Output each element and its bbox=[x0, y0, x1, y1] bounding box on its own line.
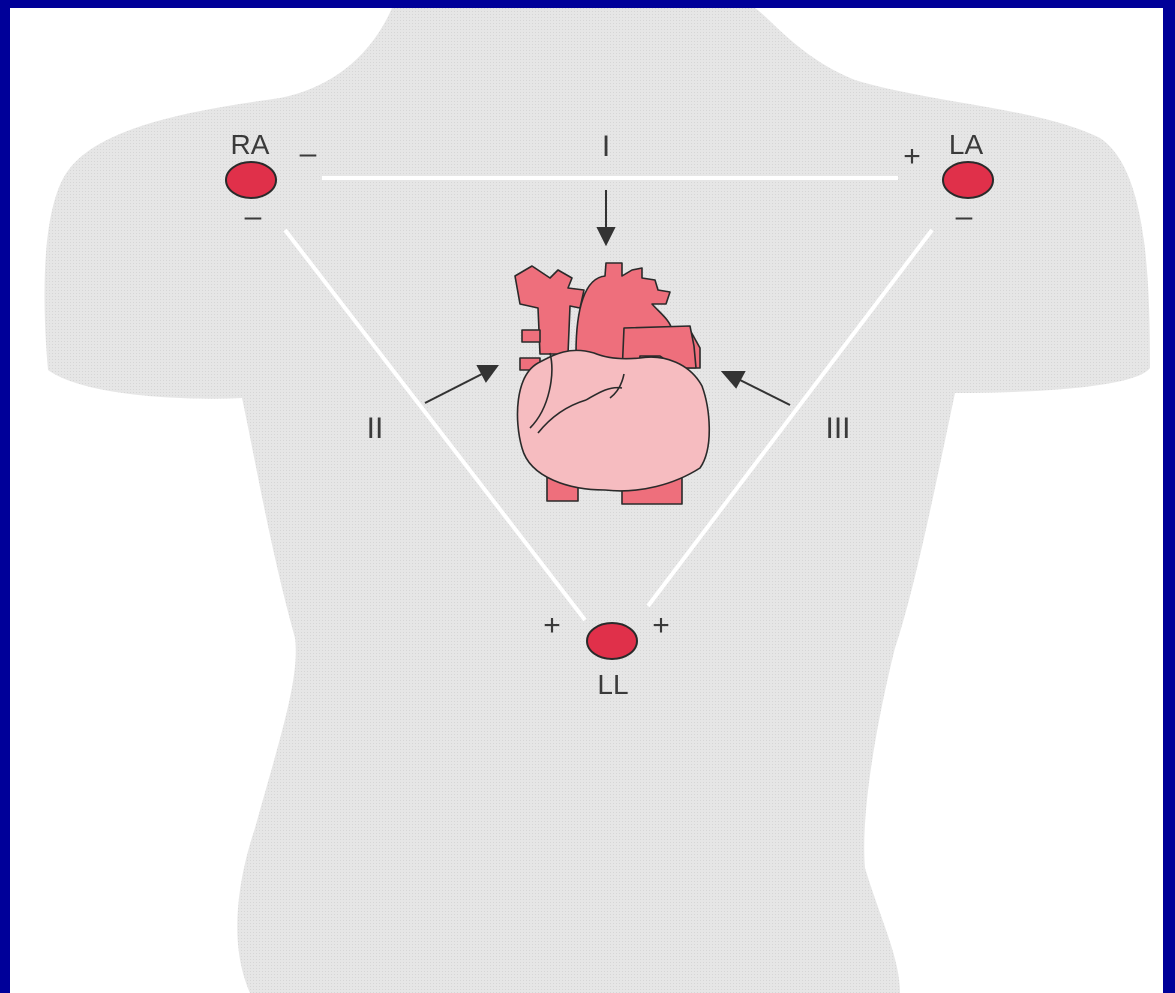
electrode-la-label: LA bbox=[949, 129, 984, 160]
ra-lead-i-sign: – bbox=[300, 137, 317, 170]
la-lead-iii-sign: – bbox=[956, 200, 973, 233]
electrode-ll bbox=[587, 623, 637, 659]
lead-i-label: I bbox=[602, 130, 610, 163]
la-lead-i-sign: + bbox=[903, 140, 921, 173]
diagram-canvas: RA LA LL – – + – + + I II III bbox=[10, 8, 1163, 993]
lead-iii-label: III bbox=[825, 412, 850, 445]
ra-lead-ii-sign: – bbox=[245, 200, 262, 233]
ll-lead-ii-sign: + bbox=[543, 609, 561, 642]
electrode-la bbox=[943, 162, 993, 198]
lead-ii-label: II bbox=[367, 412, 384, 445]
ll-lead-iii-sign: + bbox=[652, 609, 670, 642]
einthoven-triangle-diagram: RA LA LL – – + – + + I II III bbox=[10, 8, 1163, 993]
torso-silhouette bbox=[44, 8, 1150, 993]
electrode-ll-label: LL bbox=[597, 669, 628, 700]
electrode-ra bbox=[226, 162, 276, 198]
electrode-ra-label: RA bbox=[231, 129, 270, 160]
